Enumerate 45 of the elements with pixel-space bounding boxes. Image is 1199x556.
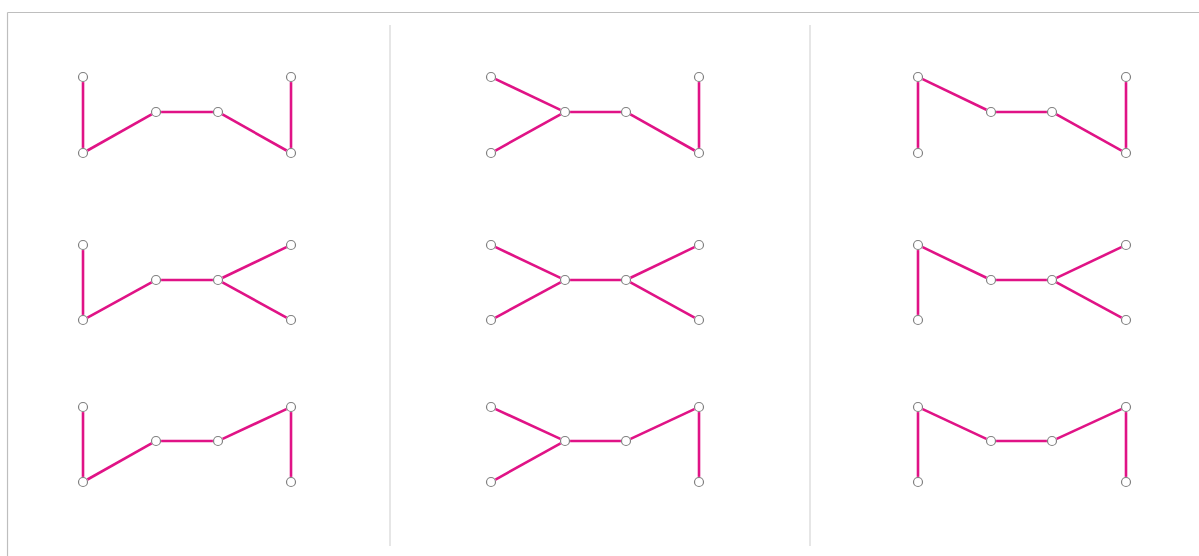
graph-edge — [630, 246, 695, 279]
graph-edge — [629, 113, 696, 152]
graph-edge — [81, 412, 85, 477]
graph-edge — [495, 246, 561, 279]
graph-edge — [697, 82, 701, 148]
graph-edge — [221, 281, 288, 319]
graph-edge — [1055, 281, 1123, 319]
graph-edge — [86, 281, 153, 319]
graph-edge — [1055, 113, 1123, 152]
graph-edge — [1056, 407, 1122, 441]
graph-edge — [1124, 82, 1128, 148]
graph-edge — [221, 113, 288, 152]
graph-edge — [629, 281, 696, 319]
graph-edge — [697, 412, 701, 477]
graph-edge — [1056, 246, 1122, 279]
graph-edge — [86, 442, 153, 481]
graph-edge — [222, 246, 287, 279]
graph-edge — [996, 110, 1047, 114]
graph-edge — [495, 78, 561, 111]
graph-edge — [495, 407, 561, 441]
graph-edge — [630, 407, 695, 440]
graph-edge — [996, 278, 1047, 282]
graph-edge — [570, 439, 621, 443]
graph-edge — [86, 113, 153, 152]
graph-edge — [494, 281, 562, 319]
graph-edge — [161, 439, 213, 443]
graph-edge — [81, 250, 85, 315]
graph-edge — [222, 407, 287, 440]
graph-edge — [161, 278, 213, 282]
graph-edge — [916, 82, 920, 148]
graph-edge — [916, 250, 920, 315]
graph-edge — [922, 78, 987, 111]
graph-edge — [570, 278, 621, 282]
graph-edge — [922, 246, 987, 279]
graph-edge — [81, 82, 85, 148]
graph-edge — [1124, 412, 1128, 477]
graph-edge — [922, 407, 987, 440]
graph-edge — [494, 442, 562, 481]
graph-edge — [494, 113, 562, 152]
graph-edge — [996, 439, 1047, 443]
graph-edge — [289, 82, 293, 148]
graph-edge — [161, 110, 213, 114]
graph-edge — [289, 412, 293, 477]
graph-edge — [570, 110, 621, 114]
graph-edge — [916, 412, 920, 477]
